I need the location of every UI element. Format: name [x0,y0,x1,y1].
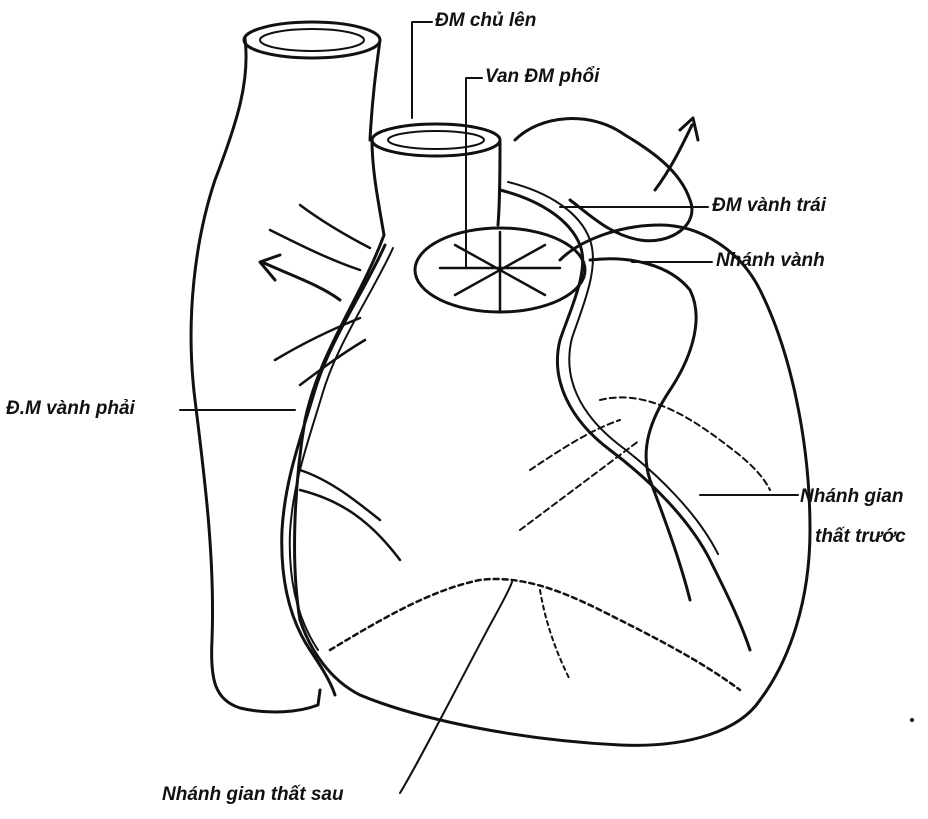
arrow-left [260,255,340,300]
label-pulmonary-valve: Van ĐM phổi [485,66,599,88]
label-marginal-branch: Nhánh vành [716,250,825,272]
leader-posterior [400,582,512,793]
vena-cava-right-edge [370,40,380,140]
vena-cava-opening [244,22,380,58]
marginal-branch [590,259,696,600]
label-right-coronary: Đ.M vành phải [6,398,135,420]
left-auricle [515,119,692,241]
label-left-coronary: ĐM vành trái [712,195,826,217]
aorta-outline [372,140,384,235]
leader-aorta [412,22,432,118]
posterior-interventricular [330,579,740,690]
stray-dot [910,718,914,722]
leader-pulmonary [466,78,482,268]
label-posterior-interventricular: Nhánh gian thất sau [162,784,344,806]
arrow-top-right [655,118,698,190]
label-anterior-interventricular-line1: Nhánh gian [800,486,903,508]
label-anterior-interventricular-line2: thất trước [815,526,906,548]
vena-cava-outline [191,38,320,712]
label-ascending-aorta: ĐM chủ lên [435,10,536,32]
aorta-opening [372,124,500,156]
